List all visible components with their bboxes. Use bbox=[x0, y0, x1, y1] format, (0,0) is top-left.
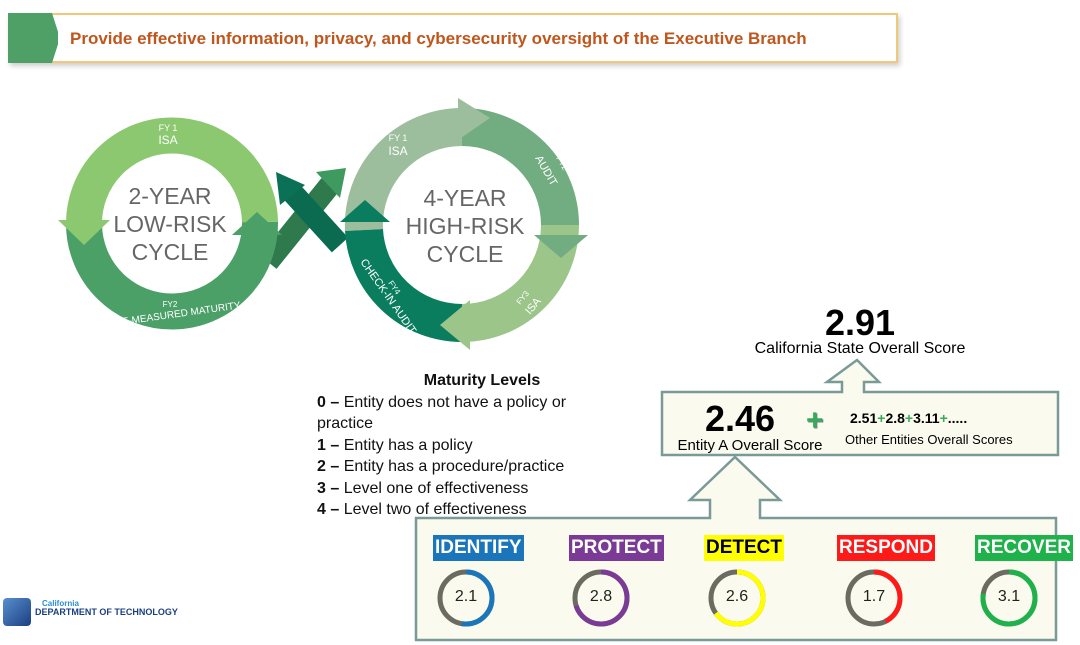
arrowhead-icon bbox=[58, 220, 110, 245]
arrowhead-icon bbox=[440, 300, 470, 350]
arrowhead-icon bbox=[232, 212, 282, 235]
other-scores-label: Other Entities Overall Scores bbox=[845, 432, 1013, 447]
connector-arrow-to-high bbox=[259, 178, 339, 269]
function-label-protect: PROTECT bbox=[569, 535, 664, 561]
logo-text-california: California bbox=[42, 599, 79, 608]
svg-text:FY 1: FY 1 bbox=[159, 123, 178, 133]
donut-arc-identify bbox=[437, 569, 495, 627]
low-risk-cycle bbox=[58, 117, 282, 330]
donut-arc-respond bbox=[845, 569, 903, 627]
banner-tab bbox=[8, 13, 58, 63]
plus-icon: + bbox=[904, 410, 914, 426]
svg-text:FY 1: FY 1 bbox=[389, 133, 408, 143]
maturity-level-2: 2 – Entity has a procedure/practice bbox=[317, 458, 565, 475]
donut-arc-recover bbox=[980, 569, 1038, 627]
function-score: 2.6 bbox=[725, 588, 749, 605]
svg-text:CYCLE: CYCLE bbox=[427, 241, 504, 267]
function-label-detect: DETECT bbox=[704, 535, 784, 561]
other-entity-scores: 2.51+2.8+3.11+..... bbox=[850, 410, 968, 426]
maturity-levels: Maturity Levels 0 – Entity does not have… bbox=[317, 370, 617, 521]
svg-text:LOW-RISK: LOW-RISK bbox=[113, 211, 227, 237]
function-score: 3.1 bbox=[997, 588, 1021, 605]
arrowhead-icon bbox=[534, 235, 588, 258]
function-label-respond: RESPOND bbox=[837, 535, 935, 561]
svg-text:4-YEAR: 4-YEAR bbox=[423, 185, 506, 211]
maturity-level-1: 1 – Entity has a policy bbox=[317, 436, 473, 454]
arrowhead-icon bbox=[458, 98, 490, 140]
donut-arc-protect bbox=[572, 569, 630, 627]
svg-text:ISA: ISA bbox=[388, 144, 407, 158]
donut-charts bbox=[437, 569, 1038, 627]
plus-icon: + bbox=[806, 404, 824, 437]
plus-icon: + bbox=[939, 410, 948, 426]
logo-text-department: DEPARTMENT OF TECHNOLOGY bbox=[35, 607, 178, 617]
entity-box bbox=[660, 358, 1060, 457]
entity-score-label: Entity A Overall Score bbox=[677, 437, 823, 454]
maturity-title: Maturity Levels bbox=[423, 372, 541, 389]
svg-text:ISA: ISA bbox=[158, 133, 177, 147]
connector-arrow-to-low bbox=[281, 182, 349, 253]
state-score-label: California State Overall Score bbox=[754, 340, 966, 357]
function-score: 2.8 bbox=[589, 588, 613, 605]
svg-text:2-YEAR: 2-YEAR bbox=[128, 183, 211, 209]
svg-text:HIGH-RISK: HIGH-RISK bbox=[406, 213, 526, 239]
maturity-level-3: 3 – Level one of effectiveness bbox=[317, 479, 529, 497]
entity-overall-score: 2.46 bbox=[704, 398, 776, 439]
plus-icon: + bbox=[877, 410, 886, 426]
state-overall-score: 2.91 bbox=[824, 302, 896, 343]
maturity-level-4: 4 – Level two of effectiveness bbox=[317, 501, 527, 518]
function-score: 2.1 bbox=[454, 588, 478, 605]
donut-arc-detect bbox=[708, 569, 766, 627]
cdt-logo-icon bbox=[3, 598, 31, 626]
function-label-recover: RECOVER bbox=[975, 535, 1073, 561]
function-label-identify: IDENTIFY bbox=[433, 535, 524, 561]
arrowhead-icon bbox=[316, 168, 346, 198]
svg-text:CYCLE: CYCLE bbox=[132, 239, 209, 265]
arrowhead-icon bbox=[340, 200, 390, 222]
arrowhead-icon bbox=[276, 172, 305, 205]
objective-banner bbox=[8, 13, 898, 63]
svg-text:FY2: FY2 bbox=[163, 300, 178, 309]
maturity-level-0: 0 – Entity does not have a policy or pra… bbox=[317, 393, 567, 433]
function-score: 1.7 bbox=[862, 588, 886, 605]
high-risk-cycle bbox=[340, 98, 588, 350]
banner-title: Provide effective information, privacy, … bbox=[70, 29, 807, 48]
